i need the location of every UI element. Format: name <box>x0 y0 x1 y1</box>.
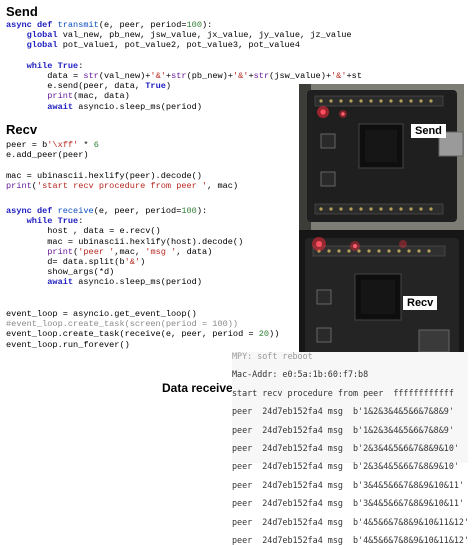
esp32-board-illustration <box>299 84 464 230</box>
code-line: show_args(*d) <box>6 267 115 278</box>
code-line <box>6 51 362 61</box>
terminal-line: peer 24d7eb152fa4 msg b'1&2&3&4&5&6&7&8&… <box>232 424 454 435</box>
terminal-line: Mac-Addr: e0:5a:1b:60:f7:b8 <box>232 369 369 380</box>
terminal-line: peer 24d7eb152fa4 msg b'3&4&5&6&7&8&9&10… <box>232 479 464 490</box>
recv-function-code-block: async def receive(e, peer, period=100): … <box>6 206 243 288</box>
recv-section-heading: Recv <box>6 122 38 137</box>
terminal-line: start recv procedure from peer fffffffff… <box>232 387 454 398</box>
event-loop-code-block: event_loop = asyncio.get_event_loop()#ev… <box>6 309 279 350</box>
terminal-line: peer 24d7eb152fa4 msg b'3&4&5&6&7&8&9&10… <box>232 498 464 509</box>
code-line: print('peer ',mac, 'msg ', data) <box>47 246 213 257</box>
code-line: #event_loop.create_task(screen(period = … <box>6 319 239 330</box>
code-line: d= data.split(b'&') <box>6 256 146 267</box>
send-section-heading: Send <box>6 4 38 19</box>
code-line: data = str(val_new)+'&'+str(pb_new)+'&'+… <box>6 70 362 81</box>
terminal-line: peer 24d7eb152fa4 msg b'2&3&4&5&6&7&8&9&… <box>232 442 459 453</box>
code-line <box>6 160 238 170</box>
code-line: await asyncio.sleep_ms(period) <box>47 101 202 112</box>
code-line: await asyncio.sleep_ms(period) <box>47 277 202 288</box>
code-line: mac = ubinascii.hexlify(host).decode() <box>6 236 244 247</box>
code-line: e.add_peer(peer) <box>6 150 89 161</box>
code-line: event_loop = asyncio.get_event_loop() <box>6 309 197 319</box>
terminal-line: peer 24d7eb152fa4 msg b'2&3&4&5&6&7&8&9&… <box>232 461 459 472</box>
terminal-line: peer 24d7eb152fa4 msg b'1&2&3&4&5&6&7&8&… <box>232 406 454 417</box>
terminal-line: peer 24d7eb152fa4 msg b'4&5&6&7&8&9&10&1… <box>232 534 469 545</box>
send-code-block: async def transmit(e, peer, period=100):… <box>6 20 362 112</box>
recv-board-label: Recv <box>403 296 438 310</box>
code-line: while True: <box>26 60 84 71</box>
code-line: peer = b'\xff' * 6 <box>6 140 99 150</box>
code-line: print('start recv procedure from peer ',… <box>6 180 239 191</box>
code-line: host , data = e.recv() <box>6 226 161 237</box>
code-line: global val_new, pb_new, jsw_value, jx_va… <box>26 30 352 41</box>
terminal-line: peer 24d7eb152fa4 msg b'4&5&6&7&8&9&10&1… <box>232 516 469 527</box>
code-line: event_loop.create_task(receive(e, peer, … <box>6 329 280 340</box>
code-line: global pot_value1, pot_value2, pot_value… <box>26 40 300 51</box>
code-line: event_loop.run_forever() <box>6 339 130 350</box>
terminal-lines: MPY: soft reboot Mac-Addr: e0:5a:1b:60:f… <box>232 351 469 545</box>
code-line: async def transmit(e, peer, period=100): <box>6 20 213 30</box>
code-line: async def receive(e, peer, period=100): <box>6 206 208 216</box>
send-board-label: Send <box>411 124 446 138</box>
serial-terminal-output[interactable]: MPY: soft reboot Mac-Addr: e0:5a:1b:60:f… <box>232 351 469 545</box>
data-received-heading: Data received <box>162 381 241 395</box>
terminal-line: MPY: soft reboot <box>232 351 313 361</box>
code-line: print(mac, data) <box>47 91 130 102</box>
code-line: mac = ubinascii.hexlify(peer).decode() <box>6 170 202 181</box>
send-board-photo: Send <box>299 84 464 230</box>
code-line: e.send(peer, data, True) <box>6 81 172 92</box>
code-line: while True: <box>26 216 84 227</box>
